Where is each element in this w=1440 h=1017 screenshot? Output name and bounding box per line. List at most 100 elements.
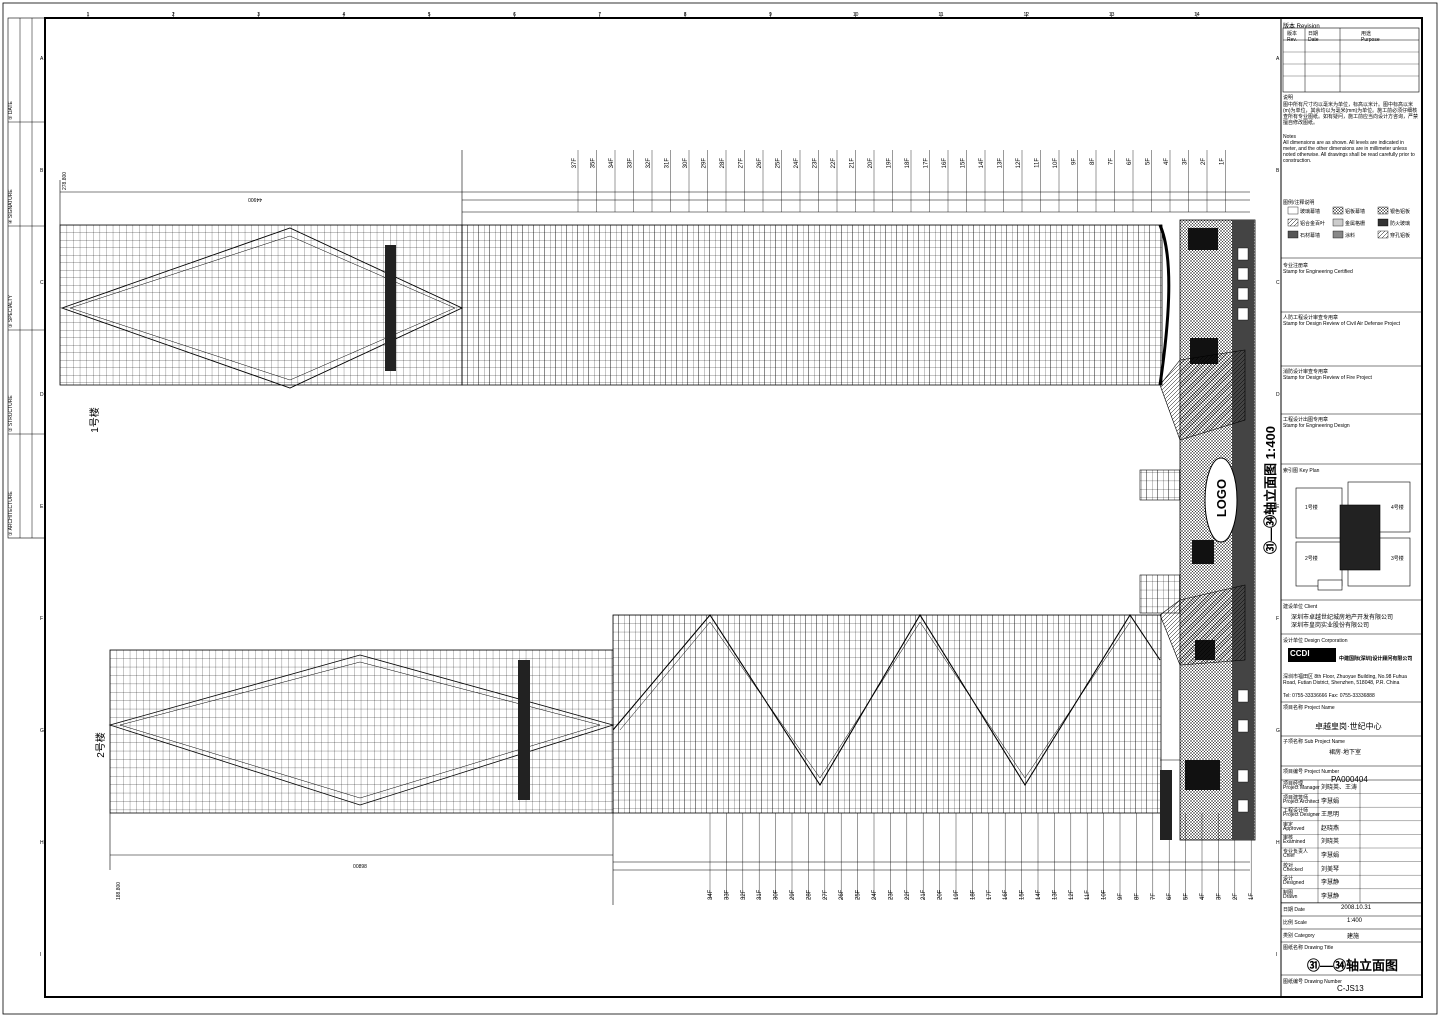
level-label: 7F	[1151, 893, 1157, 900]
logo-text: LOGO	[1214, 479, 1229, 517]
sub-project-label: 子项名称 Sub Project Name	[1283, 739, 1345, 745]
podium-elevation: LOGO	[1139, 219, 1256, 841]
lower-span-dim: 00898	[353, 864, 367, 870]
level-label: 16F	[1003, 889, 1009, 900]
ruler-number: 12	[1024, 12, 1030, 18]
legend-item-4: 铝板幕墙	[1345, 209, 1366, 215]
level-label: 29F	[790, 889, 796, 900]
side-letter-right: B	[1276, 168, 1280, 174]
level-label: 17F	[924, 158, 930, 169]
side-letter-right: A	[1276, 56, 1280, 62]
level-label: 1F	[1220, 158, 1226, 165]
side-letter-right: C	[1276, 280, 1280, 286]
role-cn: 审定	[1283, 821, 1294, 828]
date-value: 2008.10.31	[1341, 905, 1372, 911]
level-label: 8F	[1090, 158, 1096, 165]
company-tel: Tel: 0755-33336666 Fax: 0755-33336888	[1283, 693, 1375, 699]
role-cn: 审核	[1283, 835, 1294, 842]
legend-item-5: 金属格栅	[1345, 221, 1366, 227]
level-label: 23F	[813, 158, 819, 169]
legend-item-2: 铝合金百叶	[1300, 221, 1326, 227]
role-en: Examined	[1283, 839, 1306, 846]
side-letter: C	[40, 280, 44, 286]
level-label: 23F	[888, 889, 894, 900]
level-label: 11F	[1085, 890, 1091, 900]
level-label: 9F	[1118, 893, 1124, 900]
side-letter: F	[40, 616, 43, 622]
side-letter: D	[40, 392, 44, 398]
project-number: PA000404	[1331, 775, 1368, 784]
level-label: 27F	[739, 158, 745, 169]
key-plan-tower-1: 1号楼	[1305, 505, 1318, 511]
level-label: 28F	[806, 889, 812, 900]
side-letter: I	[40, 952, 41, 958]
level-label: 20F	[938, 889, 944, 900]
level-label: 4F	[1200, 893, 1206, 900]
role-name: 刘晓英	[1321, 839, 1340, 846]
role-en: Project Manager	[1283, 785, 1320, 791]
notes-en: All dimensions are as shown. All levels …	[1283, 140, 1415, 164]
level-label: 20F	[868, 158, 874, 169]
stamp-design-en: Stamp for Engineering Design	[1283, 423, 1350, 429]
level-label: 29F	[702, 158, 708, 169]
level-label: 13F	[1052, 889, 1058, 900]
drawing-number: C-JS13	[1337, 984, 1364, 993]
client-1: 深圳市卓越世纪城房地产开发有限公司	[1291, 615, 1394, 621]
ruler-number: 11	[938, 12, 943, 18]
stamp-fire-en: Stamp for Design Review of Fire Project	[1283, 375, 1372, 381]
side-letter: E	[40, 504, 44, 510]
role-name: 刘美琴	[1321, 866, 1340, 873]
level-label: 31F	[665, 158, 671, 169]
level-label: 4F	[1164, 158, 1170, 165]
client-2: 深圳市皇岗实业股份有限公司	[1291, 623, 1370, 629]
project-label: 项目名称 Project Name	[1283, 705, 1335, 711]
level-label: 30F	[774, 889, 780, 900]
role-en: Designed	[1283, 880, 1305, 887]
role-name: 李慧静	[1321, 880, 1340, 887]
notes-cn: 图中所有尺寸均以毫米为单位，标高以米计。图中标高以米(m)为单位，其余均以为毫米…	[1283, 102, 1419, 126]
view-title: ㉛—㉞轴立面图 1:400	[1263, 426, 1278, 554]
role-cn: 专业负责人	[1283, 849, 1309, 855]
level-label: 24F	[872, 889, 878, 900]
level-label: 6F	[1167, 893, 1173, 900]
date-col: 日期 Date	[1308, 31, 1319, 43]
level-label: 17F	[987, 889, 993, 900]
stamp-civil-en: Stamp for Design Review of Civil Air Def…	[1283, 321, 1400, 327]
sub-project-name: 裙房·地下室	[1329, 750, 1361, 756]
company-address: 深圳市福田区 8th Floor, Zhuoyue Building, No.9…	[1283, 674, 1407, 686]
level-label: 26F	[757, 158, 763, 169]
strip-col-3: ③ SPECIALTY	[8, 294, 14, 328]
key-plan-tower-2: 2号楼	[1305, 556, 1318, 562]
role-name: 赵晓燕	[1321, 825, 1340, 832]
level-label: 33F	[628, 158, 634, 169]
upper-span-dim: 44900	[248, 196, 262, 202]
level-label: 12F	[1069, 889, 1075, 900]
level-label: 22F	[905, 889, 911, 900]
stamp-engineering-en: Stamp for Engineering Certified	[1283, 269, 1353, 275]
level-label: 14F	[979, 158, 985, 169]
level-label: 15F	[961, 158, 967, 169]
side-letter-right: F	[1276, 616, 1279, 622]
role-en: Drawn	[1283, 893, 1298, 900]
level-label: 7F	[1109, 158, 1115, 165]
level-label: 18F	[970, 889, 976, 900]
side-letter-right: D	[1276, 392, 1280, 398]
level-label: 22F	[831, 158, 837, 169]
level-label: 31F	[757, 889, 763, 900]
ruler-number: 13	[1109, 12, 1115, 18]
role-en: Chief	[1283, 853, 1295, 859]
ruler-number: 2	[172, 12, 175, 18]
level-label: 34F	[708, 889, 714, 900]
level-label: 3F	[1183, 158, 1189, 165]
drawing-number-label: 图纸编号 Drawing Number	[1283, 979, 1342, 985]
key-plan-tower-4: 4号楼	[1391, 505, 1404, 511]
legend-swatches	[1287, 206, 1389, 239]
level-label: 8F	[1134, 893, 1140, 900]
rev-col: 版本 Rev.	[1287, 31, 1298, 43]
level-label: 12F	[1016, 158, 1022, 169]
key-plan	[1295, 481, 1411, 591]
ruler-number: 4	[343, 12, 346, 18]
level-label: 33F	[724, 889, 730, 900]
